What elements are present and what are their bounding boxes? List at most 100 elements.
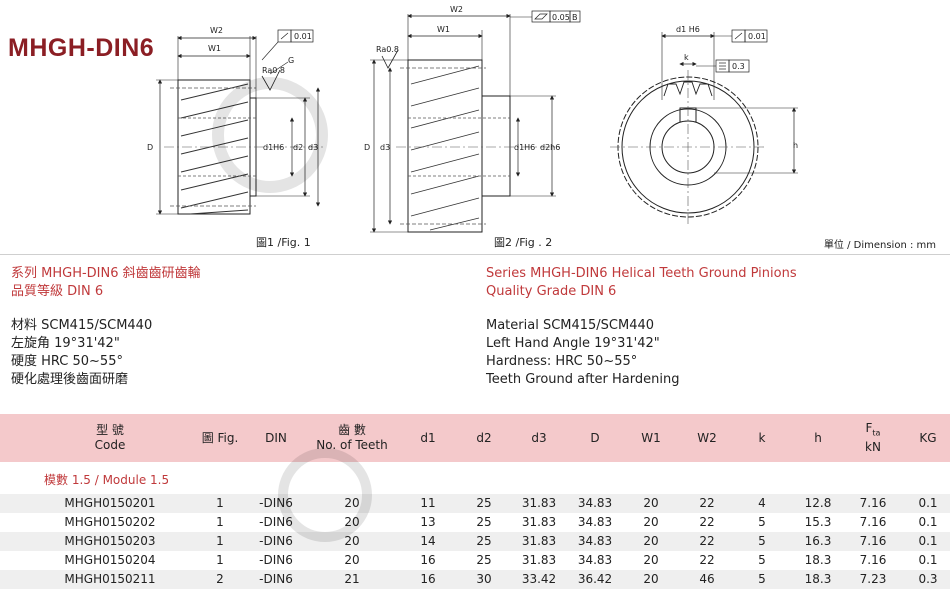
cell-w1: 20: [643, 553, 659, 567]
cell-fta: 7.16: [859, 553, 887, 567]
header-fta: Fta kN: [865, 414, 881, 462]
cell-code: MHGH0150202: [64, 515, 156, 529]
cell-big-d: 34.83: [577, 553, 613, 567]
header-din: DIN: [265, 430, 287, 445]
fig2-d3-label: d3: [380, 143, 390, 152]
header-w2: W2: [697, 430, 717, 445]
fig1-g-label: G: [288, 56, 294, 65]
cell-fig: 1: [216, 496, 224, 510]
cell-teeth: 20: [344, 553, 360, 567]
table-header: [0, 414, 950, 462]
spec-zh-hardness: 硬度 HRC 50~55°: [11, 354, 123, 369]
table-row: MHGH0150211 2 -DIN6 21 16 30 33.42 36.42…: [0, 570, 950, 589]
fig1-drawing: [156, 29, 325, 215]
fig2-ra-label: Ra0.8: [376, 45, 399, 54]
cell-fta: 7.16: [859, 496, 887, 510]
cell-kg: 0.1: [918, 534, 938, 548]
cell-kg: 0.3: [918, 572, 938, 586]
fig2-caption: 圖2 /Fig . 2: [494, 236, 553, 249]
cell-d2: 25: [476, 553, 492, 567]
header-fig: 圖 Fig.: [201, 430, 239, 445]
spec-zh-material: 材料 SCM415/SCM440: [11, 318, 153, 333]
cell-fta: 7.23: [859, 572, 887, 586]
header-d2: d2: [476, 430, 492, 445]
cell-fta: 7.16: [859, 534, 887, 548]
cell-kg: 0.1: [918, 496, 938, 510]
fig3-symmetry-value: 0.3: [732, 62, 745, 71]
cell-w2: 22: [699, 496, 715, 510]
header-k: k: [758, 430, 766, 445]
header-h: h: [814, 430, 822, 445]
cell-code: MHGH0150204: [64, 553, 156, 567]
module-label: 模數 1.5 / Module 1.5: [44, 473, 170, 487]
cell-din: -DIN6: [259, 534, 293, 548]
cell-w2: 46: [699, 572, 715, 586]
cell-d2: 30: [476, 572, 492, 586]
cell-big-d: 34.83: [577, 515, 613, 529]
cell-teeth: 20: [344, 496, 360, 510]
cell-fig: 1: [216, 534, 224, 548]
cell-k: 5: [758, 534, 766, 548]
fig1-d2-label: d2: [293, 143, 303, 152]
spec-en-angle: Left Hand Angle 19°31'42": [486, 336, 660, 351]
cell-d1: 16: [420, 572, 436, 586]
header-code: 型 號 Code: [95, 414, 126, 462]
spec-zh-heading: 系列 MHGH-DIN6 斜齒齒研齒輪 品質等級 DIN 6: [11, 265, 201, 301]
cell-w1: 20: [643, 534, 659, 548]
fig1-ra-label: Ra0.8: [262, 66, 285, 75]
cell-d2: 25: [476, 496, 492, 510]
header-d1: d1: [420, 430, 436, 445]
cell-h: 18.3: [804, 553, 832, 567]
cell-fig: 1: [216, 553, 224, 567]
header-w1: W1: [641, 430, 661, 445]
fig3-k-label: k: [684, 53, 689, 62]
fig3-drawing: [610, 29, 798, 224]
spec-zh-properties: 材料 SCM415/SCM440 左旋角 19°31'42" 硬度 HRC 50…: [11, 317, 152, 389]
header-teeth: 齒 數 No. of Teeth: [316, 414, 387, 462]
table-row: MHGH0150202 1 -DIN6 20 13 25 31.83 34.83…: [0, 513, 950, 532]
header-fta-f: F: [865, 420, 873, 435]
spec-en-treatment: Teeth Ground after Hardening: [486, 372, 680, 387]
fig2-d-label: D: [364, 143, 370, 152]
fig1-caption: 圖1 /Fig. 1: [256, 236, 311, 249]
cell-d2: 25: [476, 515, 492, 529]
spec-en-series: Series MHGH-DIN6 Helical Teeth Ground Pi…: [486, 266, 797, 281]
cell-code: MHGH0150203: [64, 534, 156, 548]
cell-d2: 25: [476, 534, 492, 548]
header-d3: d3: [531, 430, 547, 445]
header-big-d: D: [590, 430, 600, 445]
cell-w1: 20: [643, 515, 659, 529]
cell-h: 18.3: [804, 572, 832, 586]
fig2-datum-ref: B: [572, 13, 578, 22]
spec-en-material: Material SCM415/SCM440: [486, 318, 655, 333]
table-row: MHGH0150201 1 -DIN6 20 11 25 31.83 34.83…: [0, 494, 950, 513]
fig1-d-label: D: [147, 143, 153, 152]
cell-k: 4: [758, 496, 766, 510]
cell-din: -DIN6: [259, 496, 293, 510]
spec-en-hardness: Hardness: HRC 50~55°: [486, 354, 638, 369]
header-code-en: Code: [94, 438, 126, 452]
spec-en-heading: Series MHGH-DIN6 Helical Teeth Ground Pi…: [486, 265, 797, 301]
header-teeth-zh: 齒 數: [338, 423, 366, 437]
cell-code: MHGH0150201: [64, 496, 156, 510]
technical-drawings: W2 W1 0.01 Ra0.8 G D d1H6 d2 d3: [147, 5, 798, 233]
cell-fta: 7.16: [859, 515, 887, 529]
fig2-w2-label: W2: [450, 5, 463, 14]
cell-d3: 31.83: [521, 534, 557, 548]
fig2-w1-label: W1: [437, 25, 450, 34]
cell-big-d: 34.83: [577, 534, 613, 548]
fig2-d2-label: d2h6: [540, 143, 560, 152]
cell-din: -DIN6: [259, 572, 293, 586]
cell-k: 5: [758, 572, 766, 586]
cell-h: 15.3: [804, 515, 832, 529]
cell-d1: 16: [420, 553, 436, 567]
cell-d1: 14: [420, 534, 436, 548]
spec-zh-treatment: 硬化處理後齒面研磨: [11, 372, 129, 387]
cell-h: 16.3: [804, 534, 832, 548]
cell-fig: 1: [216, 515, 224, 529]
cell-d3: 33.42: [521, 572, 557, 586]
spec-zh-angle: 左旋角 19°31'42": [11, 336, 120, 351]
header-code-zh: 型 號: [96, 423, 124, 437]
cell-w2: 22: [699, 515, 715, 529]
fig2-drawing: [370, 10, 581, 233]
